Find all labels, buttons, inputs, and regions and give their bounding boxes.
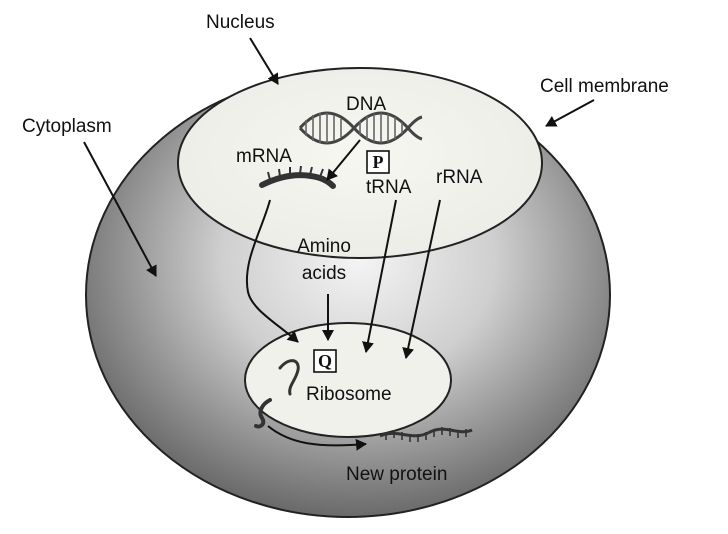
nucleus-pointer-arrow: [249, 37, 279, 85]
mrna-strand-icon: [259, 165, 336, 189]
dna-to-mrna-arrow: [326, 139, 361, 181]
amino-acids-label-line1: Amino: [297, 236, 351, 257]
new-protein-label: New protein: [346, 464, 447, 485]
nucleus-shape: [177, 67, 543, 259]
nucleus-label: Nucleus: [206, 12, 275, 33]
trna-label: tRNA: [366, 177, 412, 198]
mrna-label: mRNA: [236, 146, 292, 167]
trna-to-ribosome-arrow: [362, 199, 397, 353]
cell-membrane-pointer-arrow: [545, 99, 595, 127]
q-box-label: Q: [318, 351, 332, 371]
amino-acids-label-line2: acids: [302, 263, 346, 284]
q-box: [313, 349, 337, 373]
cytoplasm-pointer-arrow: [83, 141, 157, 277]
dna-label: DNA: [346, 94, 386, 115]
dna-helix-icon: [298, 111, 423, 145]
ribosome-label: Ribosome: [306, 384, 392, 405]
cytoplasm-label: Cytoplasm: [22, 116, 112, 137]
ribosome-to-protein-arrow: [267, 425, 367, 451]
cell-membrane-label: Cell membrane: [540, 76, 669, 97]
ribosome-shape: [244, 322, 452, 438]
ribosome-mrna-tail-icon: [254, 398, 272, 429]
ribosome-squiggle-icon: [278, 359, 300, 396]
mrna-to-ribosome-arrow: [245, 199, 299, 343]
p-box-label: P: [373, 152, 384, 172]
p-box: [366, 150, 390, 174]
rrna-label: rRNA: [436, 167, 483, 188]
rrna-to-ribosome-arrow: [402, 199, 441, 359]
new-protein-chain-icon: [379, 427, 473, 442]
